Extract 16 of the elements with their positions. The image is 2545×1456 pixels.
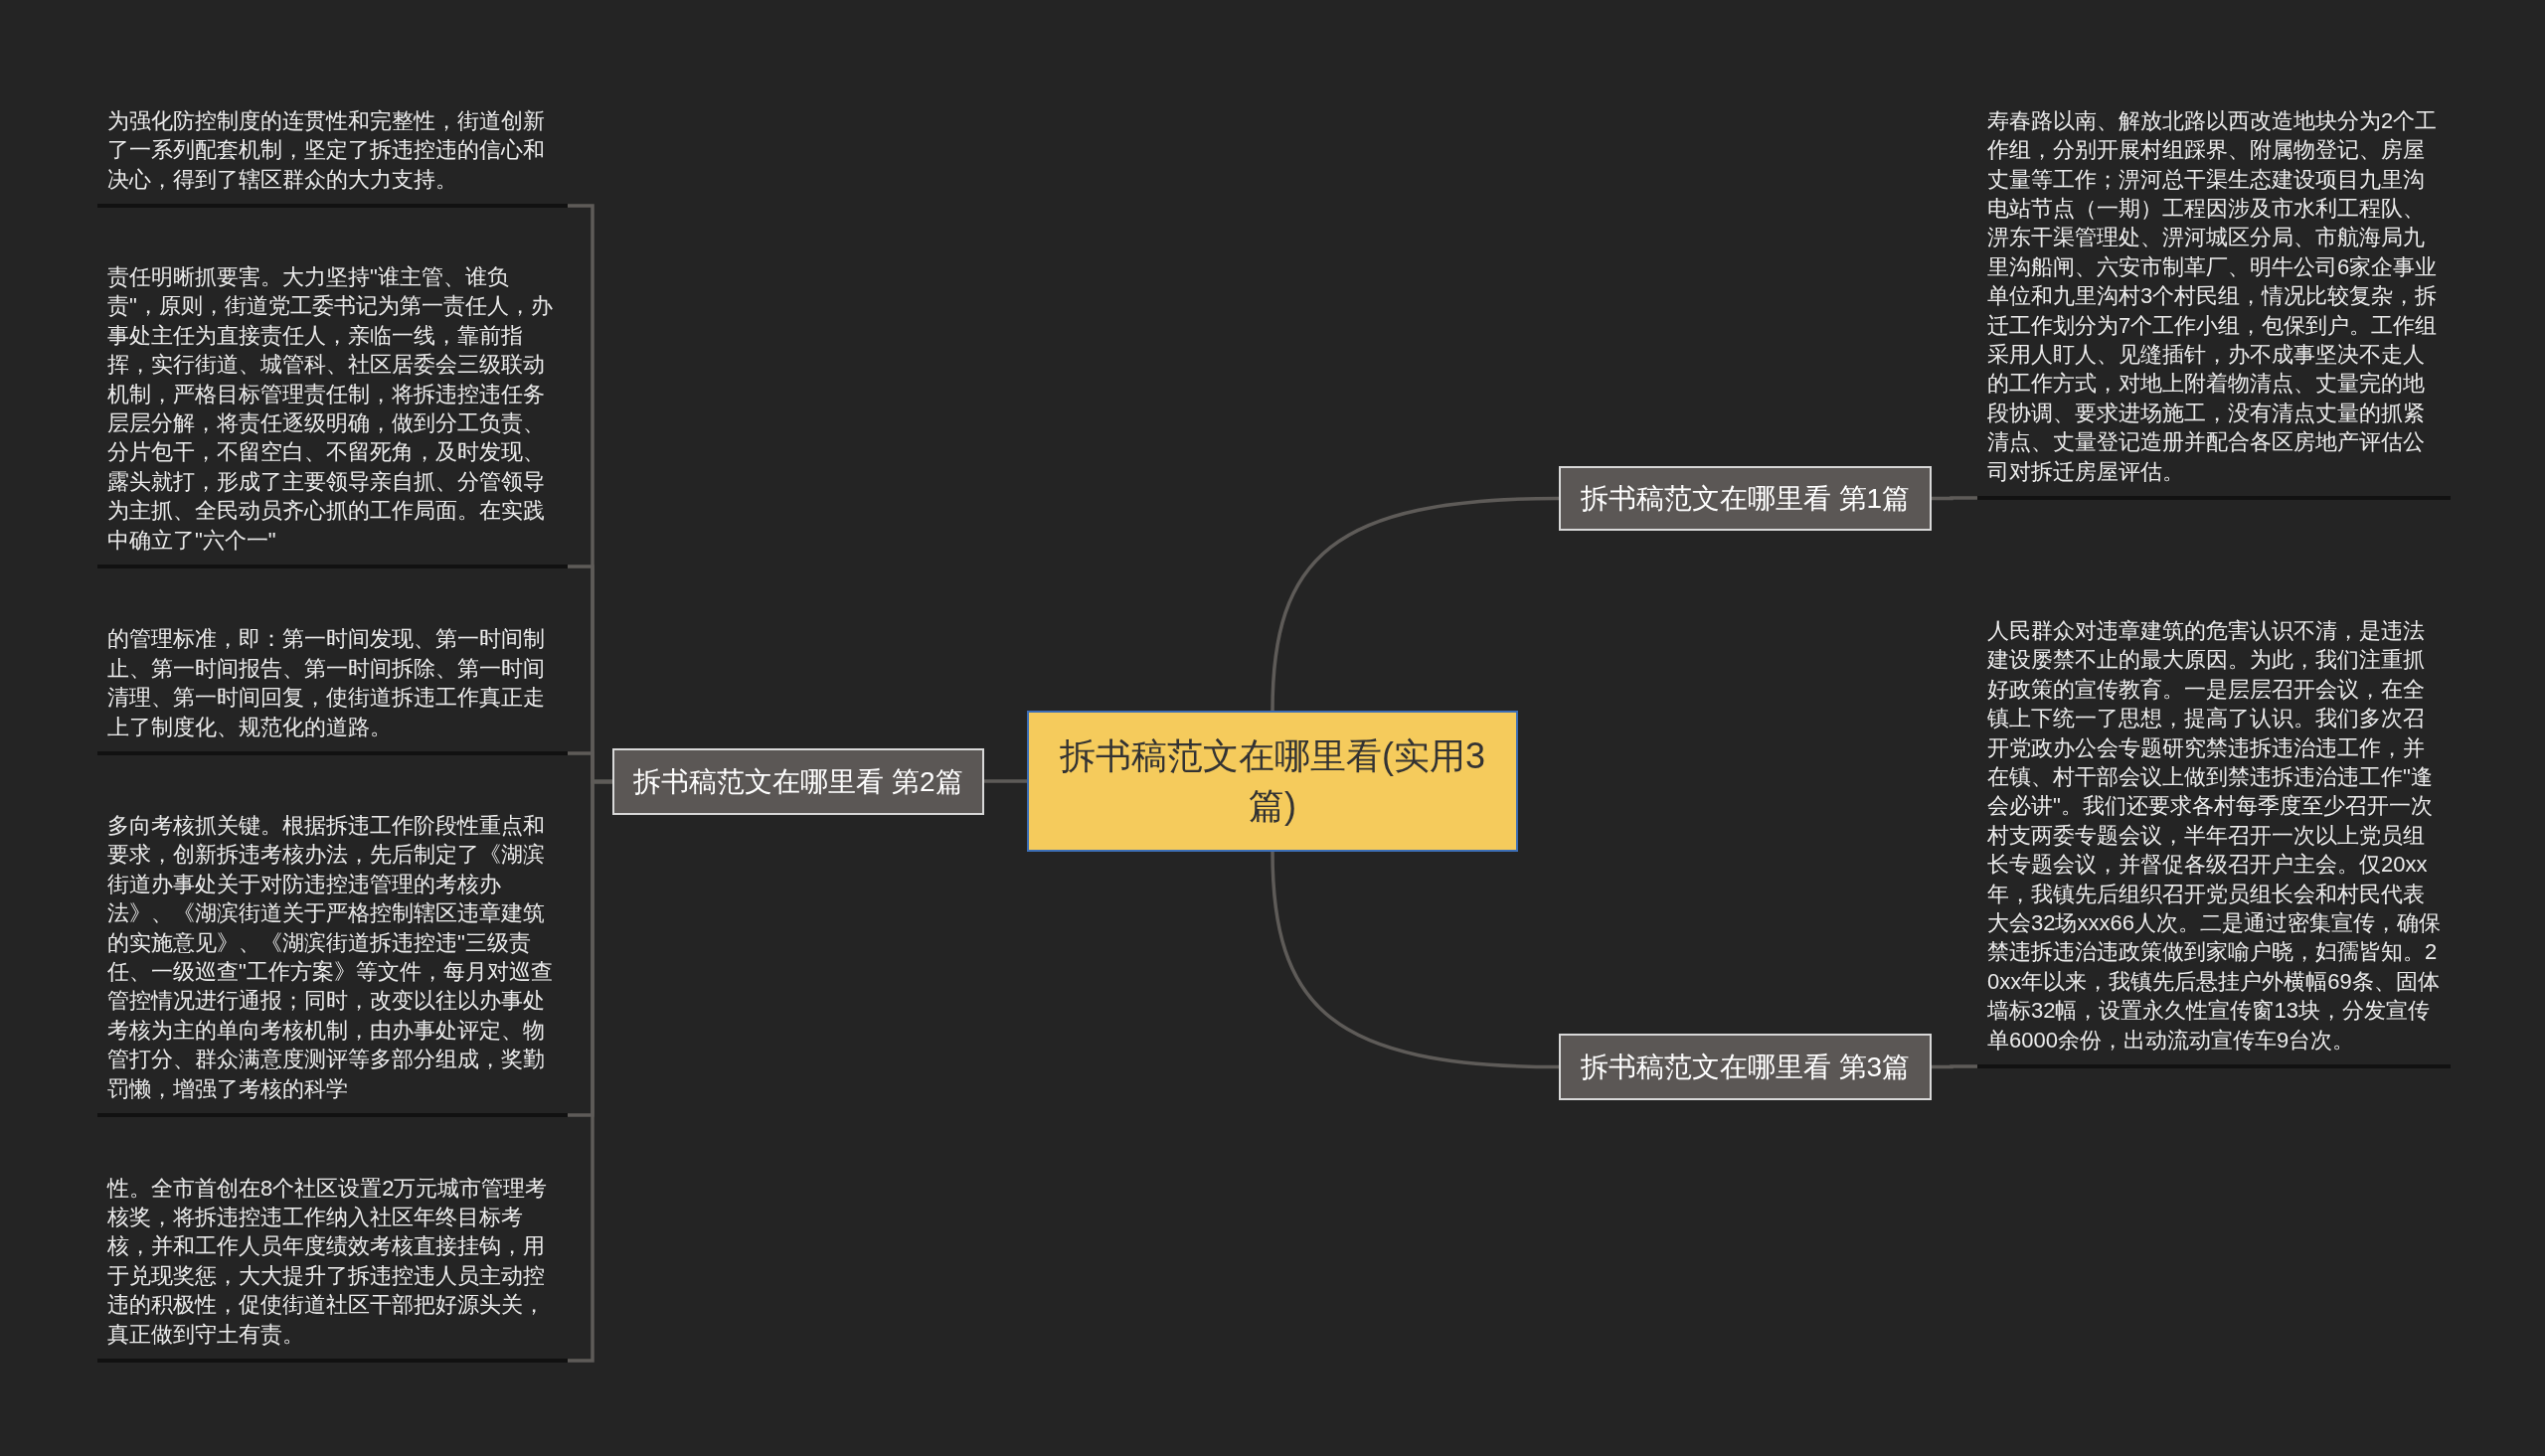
note-text: 责任明晰抓要害。大力坚持"谁主管、谁负责"，原则，街道党工委书记为第一责任人，办事处主任为直接责任人，亲临一线，靠前指挥，实行街道、城管科、社区居委会三级联动机制，严格目标管理责任制，将拆违控违任务层层分解，将责任逐级明确，做到分工负责、分片包干，不留空白、不留死角，及时发现、露头就打，形成了主要领导亲自抓、分管领导为主抓、全民动员齐心抓的工作局面。在实践中确立了"六个一" — [97, 261, 568, 568]
topic-box: 拆书稿范文在哪里看 第2篇 — [612, 748, 984, 815]
connector-line — [1932, 496, 1977, 501]
connector-line — [1271, 851, 1560, 1069]
connector-line — [1271, 496, 1560, 712]
note-text: 人民群众对违章建筑的危害认识不清，是违法建设屡禁不止的最大原因。为此，我们注重抓好政策的宣传教育。一是层层召开会议，在全镇上下统一了思想，提高了认识。我们多次召开党政办公会专题研究禁违拆违治违工作，并在镇、村干部会议上做到禁违拆违治违工作"逢会必讲"。我们还要求各村每季度至少召开一次村支两委专题会议，半年召开一次以上党员组长专题会议，并督促各级召开户主会。仅20xx年，我镇先后组织召开党员组长会和村民代表大会32场xxx66人次。二是通过密集宣传，确保禁违拆违治违政策做到家喻户晓，妇孺皆知。20xx年以来，我镇先后悬挂户外横幅69条、固体墙标32幅，设置永久性宣传窗13块，分发宣传单6000余份，出动流动宣传车9台次。 — [1977, 615, 2451, 1068]
note-text: 寿春路以南、解放北路以西改造地块分为2个工作组，分别开展村组踩界、附属物登记、房屋丈量等工作；淠河总干渠生态建设项目九里沟电站节点（一期）工程因涉及市水利工程队、淠东干渠管理处、淠河城区分局、市航海局九里沟船闸、六安市制革厂、明牛公司6家企事业单位和九里沟村3个村民组，情况比较复杂，拆迁工作划分为7个工作小组，包保到户。工作组采用人盯人、见缝插针，办不成事坚决不走人的工作方式，对地上附着物清点、丈量完的地段协调、要求进场施工，没有清点丈量的抓紧清点、丈量登记造册并配合各区房地产评估公司对拆迁房屋评估。 — [1977, 105, 2451, 500]
note-text: 多向考核抓关键。根据拆违工作阶段性重点和要求，创新拆违考核办法，先后制定了《湖滨街道办事处关于对防违控违管理的考核办法》、《湖滨街道关于严格控制辖区违章建筑的实施意见》、《湖滨街道拆违控违"三级责任、一级巡查"工作方案》等文件，每月对巡查管控情况进行通报；同时，改变以往以办事处考核为主的单向考核机制，由办事处评定、物管打分、群众满意度测评等多部分组成，奖勤罚懒，增强了考核的科学 — [97, 810, 568, 1117]
central-topic: 拆书稿范文在哪里看(实用3篇) — [1027, 711, 1518, 852]
note-text: 为强化防控制度的连贯性和完整性，街道创新了一系列配套机制，坚定了拆违控违的信心和决心，得到了辖区群众的大力支持。 — [97, 105, 568, 208]
topic-box: 拆书稿范文在哪里看 第1篇 — [1559, 466, 1932, 531]
note-text: 的管理标准，即：第一时间发现、第一时间制止、第一时间报告、第一时间拆除、第一时间清理、第一时间回复，使街道拆违工作真正走上了制度化、规范化的道路。 — [97, 624, 568, 755]
note-text: 性。全市首创在8个社区设置2万元城市管理考核奖，将拆违控违工作纳入社区年终目标考核，并和工作人员年度绩效考核直接挂钩，用于兑现奖惩，大大提升了拆违控违人员主动控违的积极性，促使街道社区干部把好源头关，真正做到守土有责。 — [97, 1173, 568, 1363]
connector-line — [984, 779, 1027, 783]
topic-box: 拆书稿范文在哪里看 第3篇 — [1559, 1034, 1932, 1100]
connector-line — [1932, 1064, 1977, 1069]
